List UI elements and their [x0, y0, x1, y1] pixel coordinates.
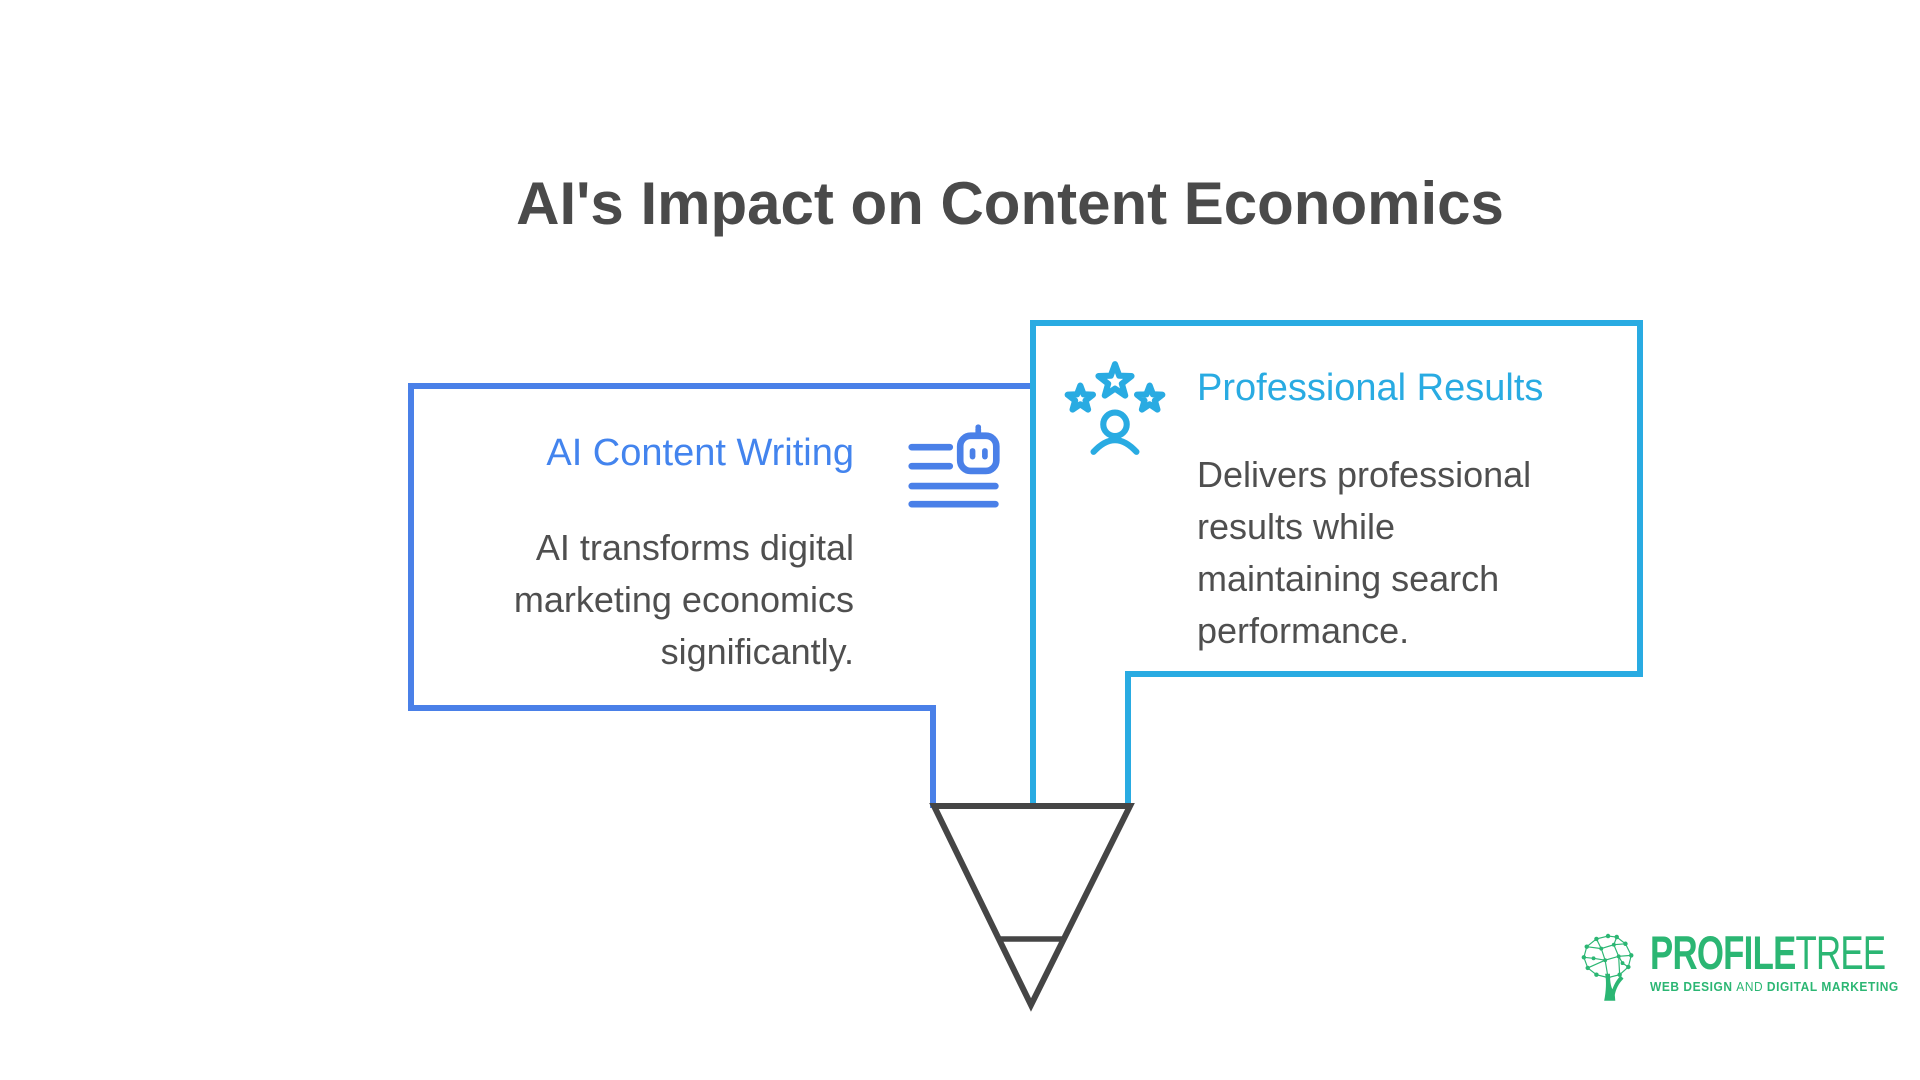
tree-network-icon [1580, 931, 1638, 1001]
card-professional-results-title: Professional Results [1197, 367, 1544, 409]
body-line: results while [1197, 506, 1396, 547]
brand-name: PROFILETREE [1650, 926, 1887, 979]
stars-person-icon [1064, 357, 1166, 459]
right-card-tail-line-right [1125, 671, 1131, 808]
body-line: significantly. [660, 631, 854, 672]
robot-writing-icon [907, 423, 1002, 515]
body-line: AI transforms digital [535, 527, 854, 568]
body-line: Delivers professional [1197, 454, 1532, 495]
tagline-web-design: WEB DESIGN [1650, 979, 1733, 994]
tagline-and: AND [1736, 979, 1764, 994]
body-line: performance. [1197, 610, 1410, 651]
card-ai-content-writing-body: AI transforms digital marketing economic… [514, 522, 854, 678]
right-card-border-gap [1036, 670, 1125, 678]
body-line: marketing economics [513, 579, 854, 620]
card-ai-content-writing: AI Content Writing AI transforms digital… [408, 383, 1036, 711]
card-professional-results: Professional Results Delivers profession… [1030, 320, 1643, 677]
brand-tree: TREE [1795, 926, 1887, 979]
funnel-pencil-tip [905, 785, 1157, 1020]
body-line: maintaining search [1197, 558, 1500, 599]
page-title: AI's Impact on Content Economics [516, 170, 1504, 238]
tagline-digital-marketing: DIGITAL MARKETING [1766, 979, 1899, 994]
left-card-border-gap [936, 704, 1030, 712]
brand-profile: PROFILE [1650, 926, 1796, 979]
right-card-tail-line-left [1030, 671, 1036, 808]
card-professional-results-body: Delivers professional results while main… [1197, 449, 1531, 657]
left-card-tail-line [930, 705, 936, 808]
card-ai-content-writing-title: AI Content Writing [546, 432, 854, 474]
